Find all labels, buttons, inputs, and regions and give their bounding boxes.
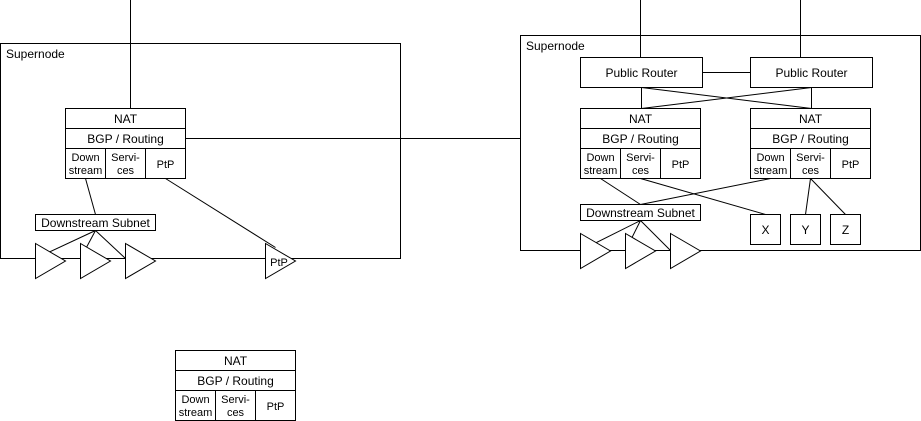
device-triangle-icon xyxy=(670,232,702,270)
services-label-1: Servi- xyxy=(626,152,655,164)
downstream-label-2: stream xyxy=(584,165,618,177)
service-x-label: X xyxy=(761,223,769,237)
downstream-cell xyxy=(65,148,106,179)
device-triangle-icon xyxy=(35,242,67,280)
ptp-label: PtP xyxy=(842,159,860,171)
ptp-cell xyxy=(830,148,871,179)
router-stack-right-a: NAT BGP / Routing Down stream Servi- ces… xyxy=(580,108,701,179)
services-cell xyxy=(105,148,146,179)
subnet-link-3 xyxy=(640,220,671,251)
nat-label: NAT xyxy=(629,112,653,126)
supernode-left-label: Supernode xyxy=(6,47,65,61)
services-label-1: Servi- xyxy=(221,394,250,406)
service-x-box xyxy=(750,214,781,245)
service-y-label: Y xyxy=(801,223,809,237)
downstream-subnet-label: Downstream Subnet xyxy=(586,206,695,220)
public-router-2-label: Public Router xyxy=(775,66,847,80)
downstream-cell xyxy=(580,148,621,179)
device-triangle-icon xyxy=(125,242,157,280)
service-y-box xyxy=(790,214,821,245)
services-label-2: ces xyxy=(632,165,650,177)
ptp-label: PtP xyxy=(672,159,690,171)
nat-label: NAT xyxy=(224,354,248,368)
device-triangle-icon xyxy=(80,242,112,280)
ptp-label: PtP xyxy=(267,401,285,413)
services-label-2: ces xyxy=(227,407,245,419)
services-cell xyxy=(620,148,661,179)
nat-label: NAT xyxy=(799,112,823,126)
right-downstream-link-a xyxy=(600,178,641,205)
downstream-cell xyxy=(175,390,216,421)
router-cross-link xyxy=(641,87,812,109)
ptp-label: PtP xyxy=(157,159,175,171)
left-downstream-link xyxy=(85,178,96,215)
bgp-routing-label: BGP / Routing xyxy=(602,132,679,146)
downstream-label-1: Down xyxy=(181,394,209,406)
downstream-label-1: Down xyxy=(756,152,784,164)
ptp-cell xyxy=(255,390,296,421)
right-downstream-link-b xyxy=(640,178,771,205)
left-ptp-link xyxy=(165,178,276,248)
services-label-2: ces xyxy=(117,165,135,177)
bgp-routing-label: BGP / Routing xyxy=(87,132,164,146)
service-link-x xyxy=(640,178,766,215)
ptp-triangle-icon xyxy=(265,242,297,280)
ptp-triangle-label: PtP xyxy=(270,257,288,269)
subnet-link-3 xyxy=(95,230,126,259)
service-link-z xyxy=(810,178,846,215)
downstream-label-2: stream xyxy=(179,407,213,419)
downstream-label-2: stream xyxy=(69,165,103,177)
supernode-right-label: Supernode xyxy=(526,39,585,53)
device-triangle-icon xyxy=(580,232,612,270)
bgp-routing-label: BGP / Routing xyxy=(197,374,274,388)
downstream-label-1: Down xyxy=(586,152,614,164)
services-label-2: ces xyxy=(802,165,820,177)
ptp-cell xyxy=(660,148,701,179)
downstream-label-1: Down xyxy=(71,152,99,164)
device-triangle-icon xyxy=(625,232,657,270)
router-stack-standalone: NAT BGP / Routing Down stream Servi- ces… xyxy=(175,350,296,421)
service-link-y xyxy=(805,178,811,215)
nat-label: NAT xyxy=(114,112,138,126)
public-router-1 xyxy=(580,57,703,88)
service-z-box xyxy=(830,214,861,245)
downstream-label-2: stream xyxy=(754,165,788,177)
router-stack-left: NAT BGP / Routing Down stream Servi- ces… xyxy=(65,108,186,179)
router-stack-right-b: NAT BGP / Routing Down stream Servi- ces… xyxy=(750,108,871,179)
public-router-1-label: Public Router xyxy=(605,66,677,80)
service-z-label: Z xyxy=(842,223,849,237)
services-label-1: Servi- xyxy=(796,152,825,164)
downstream-subnet-label: Downstream Subnet xyxy=(41,216,150,230)
services-label-1: Servi- xyxy=(111,152,140,164)
bgp-routing-label: BGP / Routing xyxy=(772,132,849,146)
